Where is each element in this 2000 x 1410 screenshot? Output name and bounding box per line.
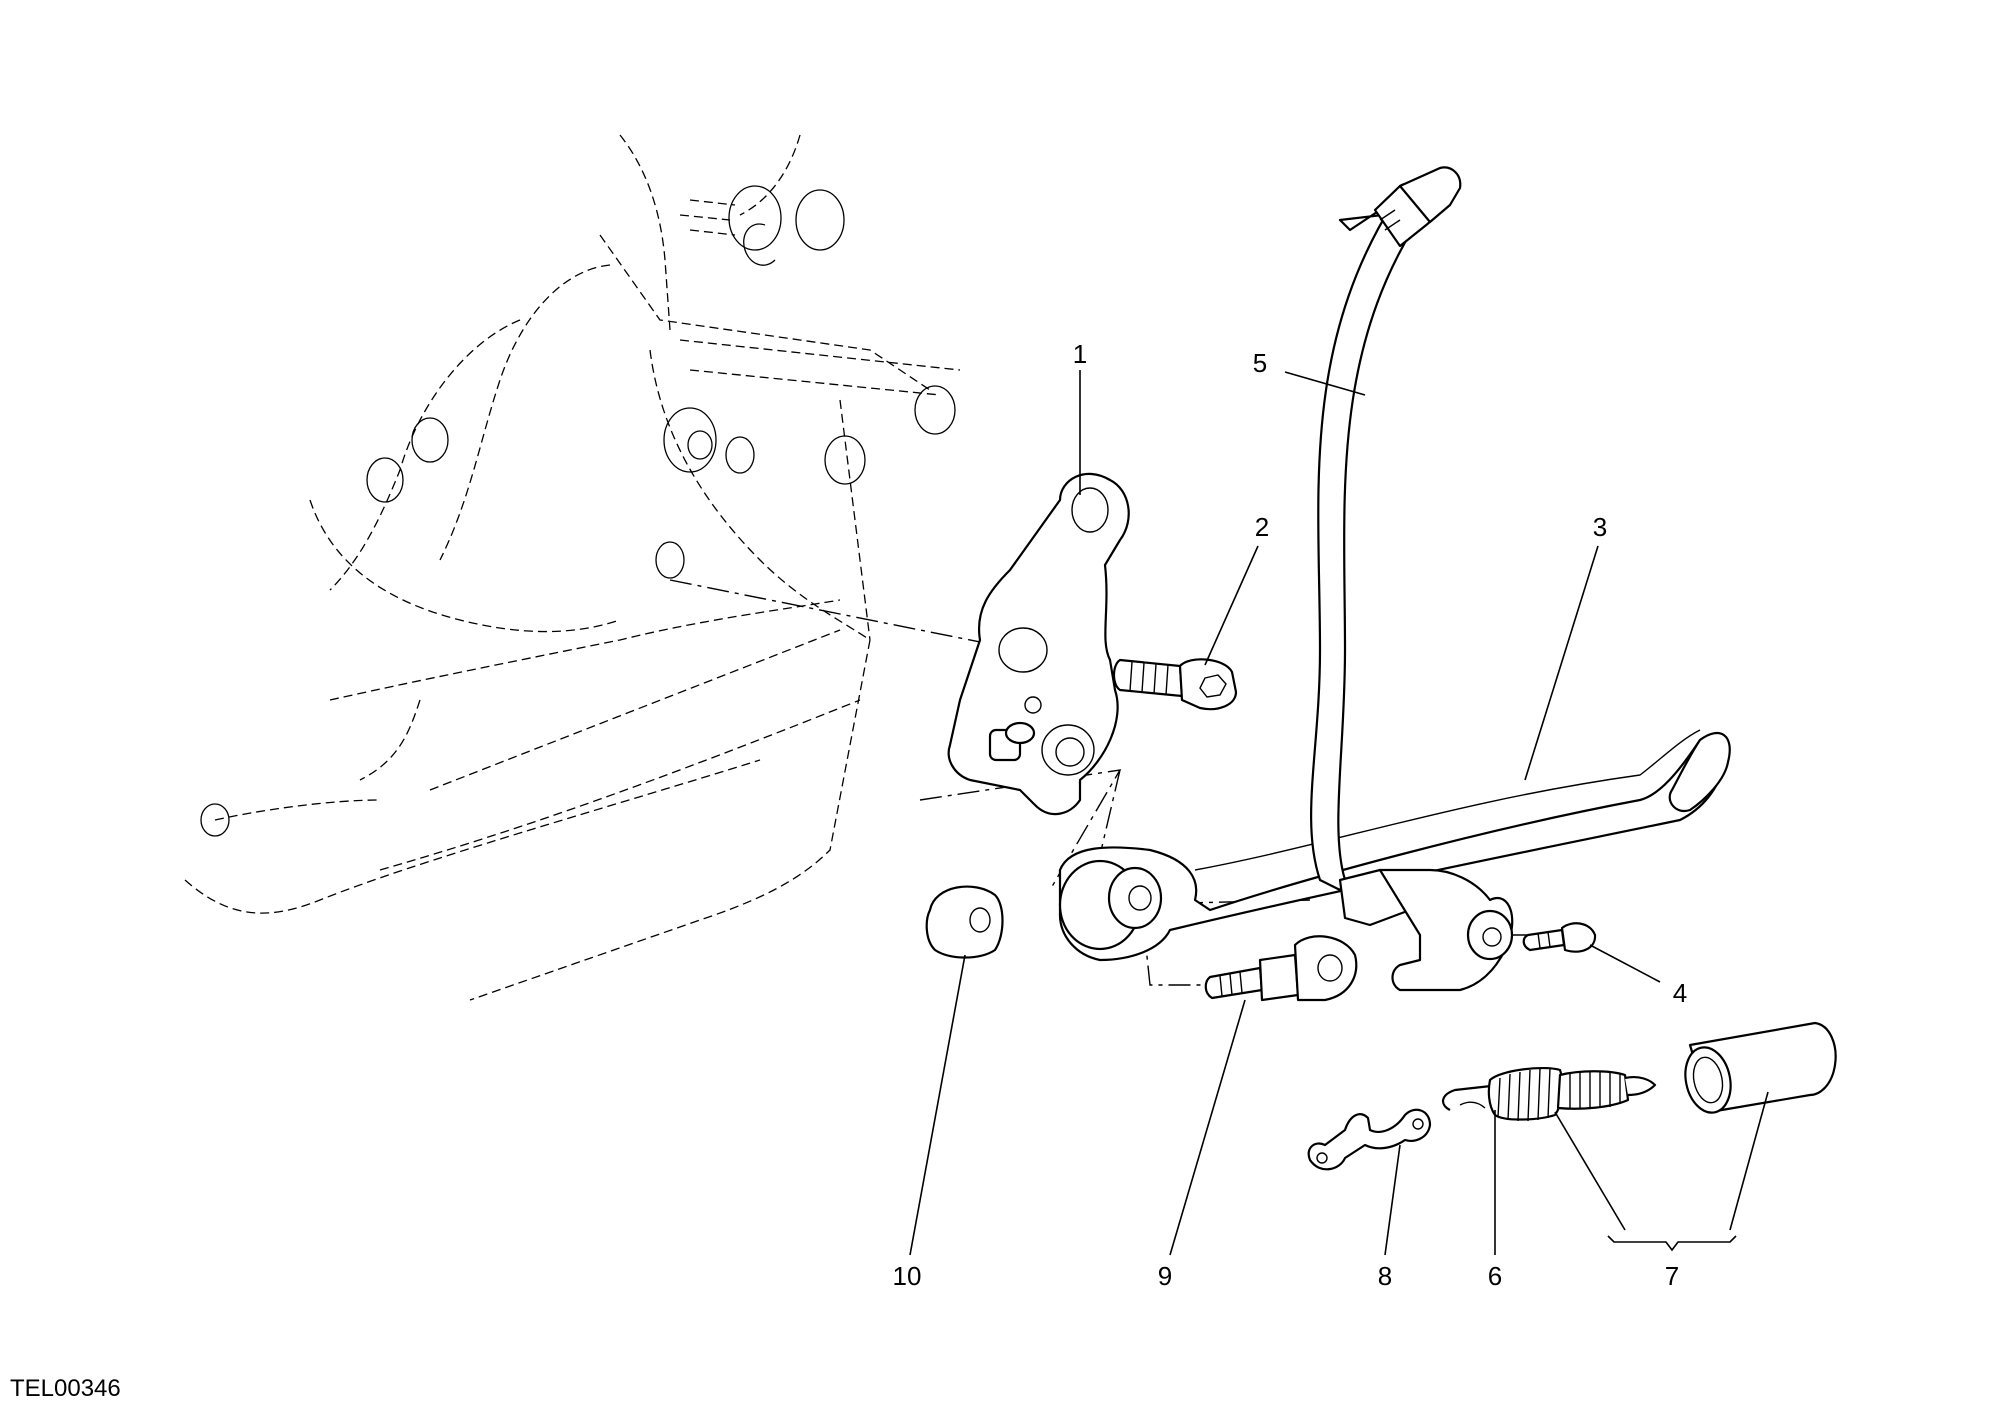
leader-lines [909, 370, 1769, 1256]
engine-casing-outline [184, 134, 961, 1001]
stand-bracket-part [947, 472, 1130, 816]
callout-4: 4 [1673, 978, 1687, 1008]
small-bolt-part [1522, 922, 1597, 953]
callout-9: 9 [1158, 1261, 1172, 1291]
callout-2: 2 [1255, 512, 1269, 542]
callout-8: 8 [1378, 1261, 1392, 1291]
callout-labels: 1 2 3 4 5 6 7 8 9 10 [893, 339, 1688, 1291]
callout-1: 1 [1073, 339, 1087, 369]
nut-part [925, 885, 1004, 959]
spring-bracket-part [1307, 1108, 1432, 1171]
callout-3: 3 [1593, 512, 1607, 542]
side-stand-leg-part [1058, 729, 1731, 962]
stand-sensor-part [1310, 166, 1514, 992]
spacer-sleeve-part [1684, 1021, 1837, 1114]
callout-5: 5 [1253, 348, 1267, 378]
callout-6: 6 [1488, 1261, 1502, 1291]
return-spring-part [1442, 1066, 1657, 1122]
pivot-bolt-part [1204, 935, 1358, 1002]
drawing-code: TEL00346 [10, 1375, 121, 1402]
callout-10: 10 [893, 1261, 922, 1291]
callout-7: 7 [1665, 1261, 1679, 1291]
socket-screw-part [1112, 658, 1238, 711]
